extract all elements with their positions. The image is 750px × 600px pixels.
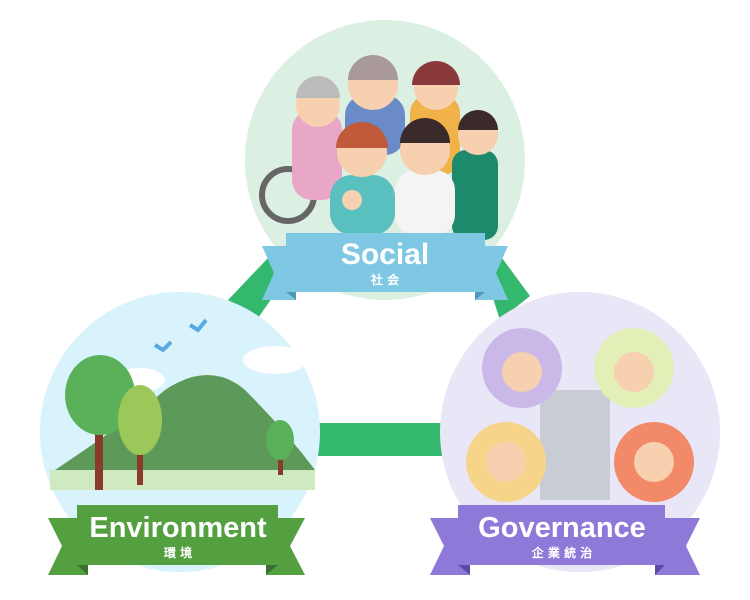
governance-ribbon: Governance 企 業 統 治 <box>430 505 700 575</box>
nature-illustration <box>50 318 315 490</box>
family-illustration <box>259 55 498 240</box>
social-ribbon: Social 社 会 <box>262 233 508 300</box>
environment-title: Environment <box>89 512 267 544</box>
social-circle <box>245 20 525 300</box>
environment-subtitle: 環 境 <box>164 545 192 560</box>
board-illustration <box>466 328 694 502</box>
social-subtitle: 社 会 <box>370 272 400 287</box>
environment-circle <box>40 292 320 572</box>
governance-circle <box>440 292 720 572</box>
social-title: Social <box>341 238 429 271</box>
environment-ribbon: Environment 環 境 <box>48 505 305 575</box>
governance-subtitle: 企 業 統 治 <box>531 545 593 560</box>
governance-title: Governance <box>478 512 646 544</box>
